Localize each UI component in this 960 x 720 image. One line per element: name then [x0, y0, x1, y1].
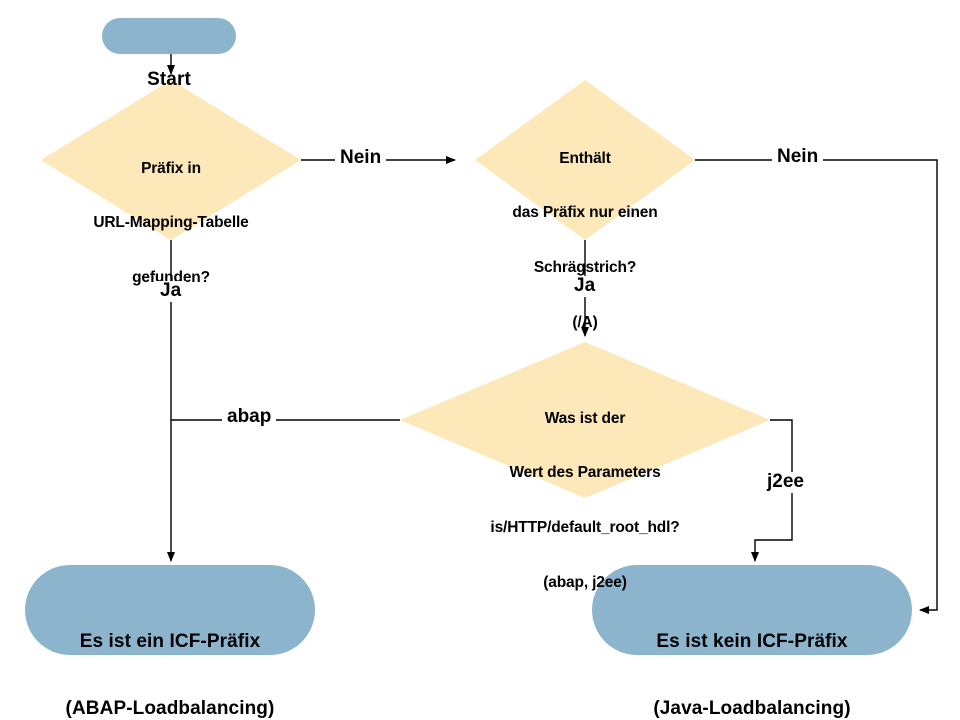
node-decision3-shape[interactable] — [400, 342, 770, 498]
edge-label-decision2-nein: Nein — [772, 146, 824, 168]
edge-label-decision1-ja: Ja — [155, 280, 187, 302]
node-decision2-shape[interactable] — [475, 80, 695, 240]
edge-label-decision3-j2ee: j2ee — [762, 471, 809, 493]
node-result-java-shape[interactable] — [592, 565, 912, 655]
node-result-abap-shape[interactable] — [25, 565, 315, 655]
edge-label-decision3-abap: abap — [222, 406, 277, 428]
node-decision1-shape[interactable] — [41, 80, 301, 240]
edge-label-decision1-nein: Nein — [335, 147, 387, 169]
edge-label-decision2-ja: Ja — [569, 275, 601, 297]
edge-decision2-nein-to-result-java — [695, 159, 938, 614]
node-start-shape[interactable] — [102, 18, 236, 54]
edge-decision3-j2ee-to-result-java — [751, 419, 793, 562]
